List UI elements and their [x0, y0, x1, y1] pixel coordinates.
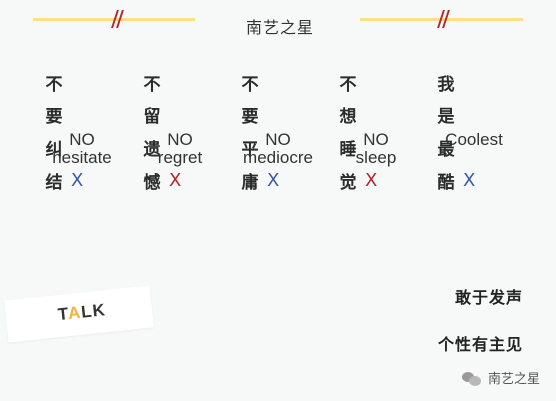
column-char: 留 — [143, 107, 161, 127]
column-char: 纠 — [45, 140, 63, 160]
column-char: 酷 — [437, 173, 455, 193]
column-char: 平 — [241, 140, 259, 160]
column-char: 不 — [339, 75, 357, 95]
column-char: 想 — [339, 107, 357, 127]
column-char: 睡 — [339, 140, 357, 160]
page-title: 南艺之星 — [245, 18, 314, 37]
header-right-slash-icon — [437, 10, 450, 28]
wechat-icon — [461, 370, 482, 386]
x-mark-icon: X — [463, 170, 476, 191]
english-label-line1: NO — [167, 130, 193, 149]
talk-label: TALK — [57, 300, 107, 325]
column-char: 遗 — [143, 140, 161, 160]
column-char: 不 — [143, 75, 161, 95]
x-mark-icon: X — [169, 170, 182, 191]
column-char: 我 — [437, 75, 455, 95]
column-char: 庸 — [241, 173, 259, 193]
x-mark-icon: X — [365, 170, 378, 191]
column-char: 不 — [241, 75, 259, 95]
header-left-slash-icon — [111, 10, 124, 28]
english-label-line2: mediocre — [243, 148, 313, 167]
english-label-line1: NO — [363, 130, 389, 149]
english-label-regret: NO regret — [125, 131, 235, 167]
column-char: 觉 — [339, 173, 357, 193]
english-label-line2: sleep — [355, 148, 397, 167]
x-mark-icon: X — [71, 170, 84, 191]
column-char: 要 — [45, 107, 63, 127]
slogan-line1: 敢于发声 — [454, 288, 523, 307]
column-char: 是 — [437, 107, 455, 127]
watermark-text: 南艺之星 — [487, 372, 540, 387]
talk-rest-letters: LK — [80, 300, 107, 322]
english-label-line1: NO — [265, 130, 291, 149]
english-label-line2: regret — [157, 148, 203, 167]
english-label-line2: hesitate — [52, 148, 112, 167]
column-char: 要 — [241, 107, 259, 127]
english-label-line1: NO — [69, 130, 95, 149]
watermark: 南艺之星 — [461, 368, 540, 387]
english-label-mediocre: NO mediocre — [223, 131, 333, 167]
slogan-line2: 个性有主见 — [437, 335, 523, 354]
column-char: 不 — [45, 75, 63, 95]
column-char: 憾 — [143, 173, 161, 193]
english-label-line1: Coolest — [445, 130, 503, 149]
column-char: 最 — [437, 140, 455, 160]
talk-card: TALK — [4, 285, 154, 343]
english-label-coolest: Coolest — [419, 131, 529, 149]
english-label-hesitate: NO hesitate — [27, 131, 137, 167]
english-label-sleep: NO sleep — [321, 131, 431, 167]
column-char: 结 — [45, 173, 63, 193]
x-mark-icon: X — [267, 170, 280, 191]
